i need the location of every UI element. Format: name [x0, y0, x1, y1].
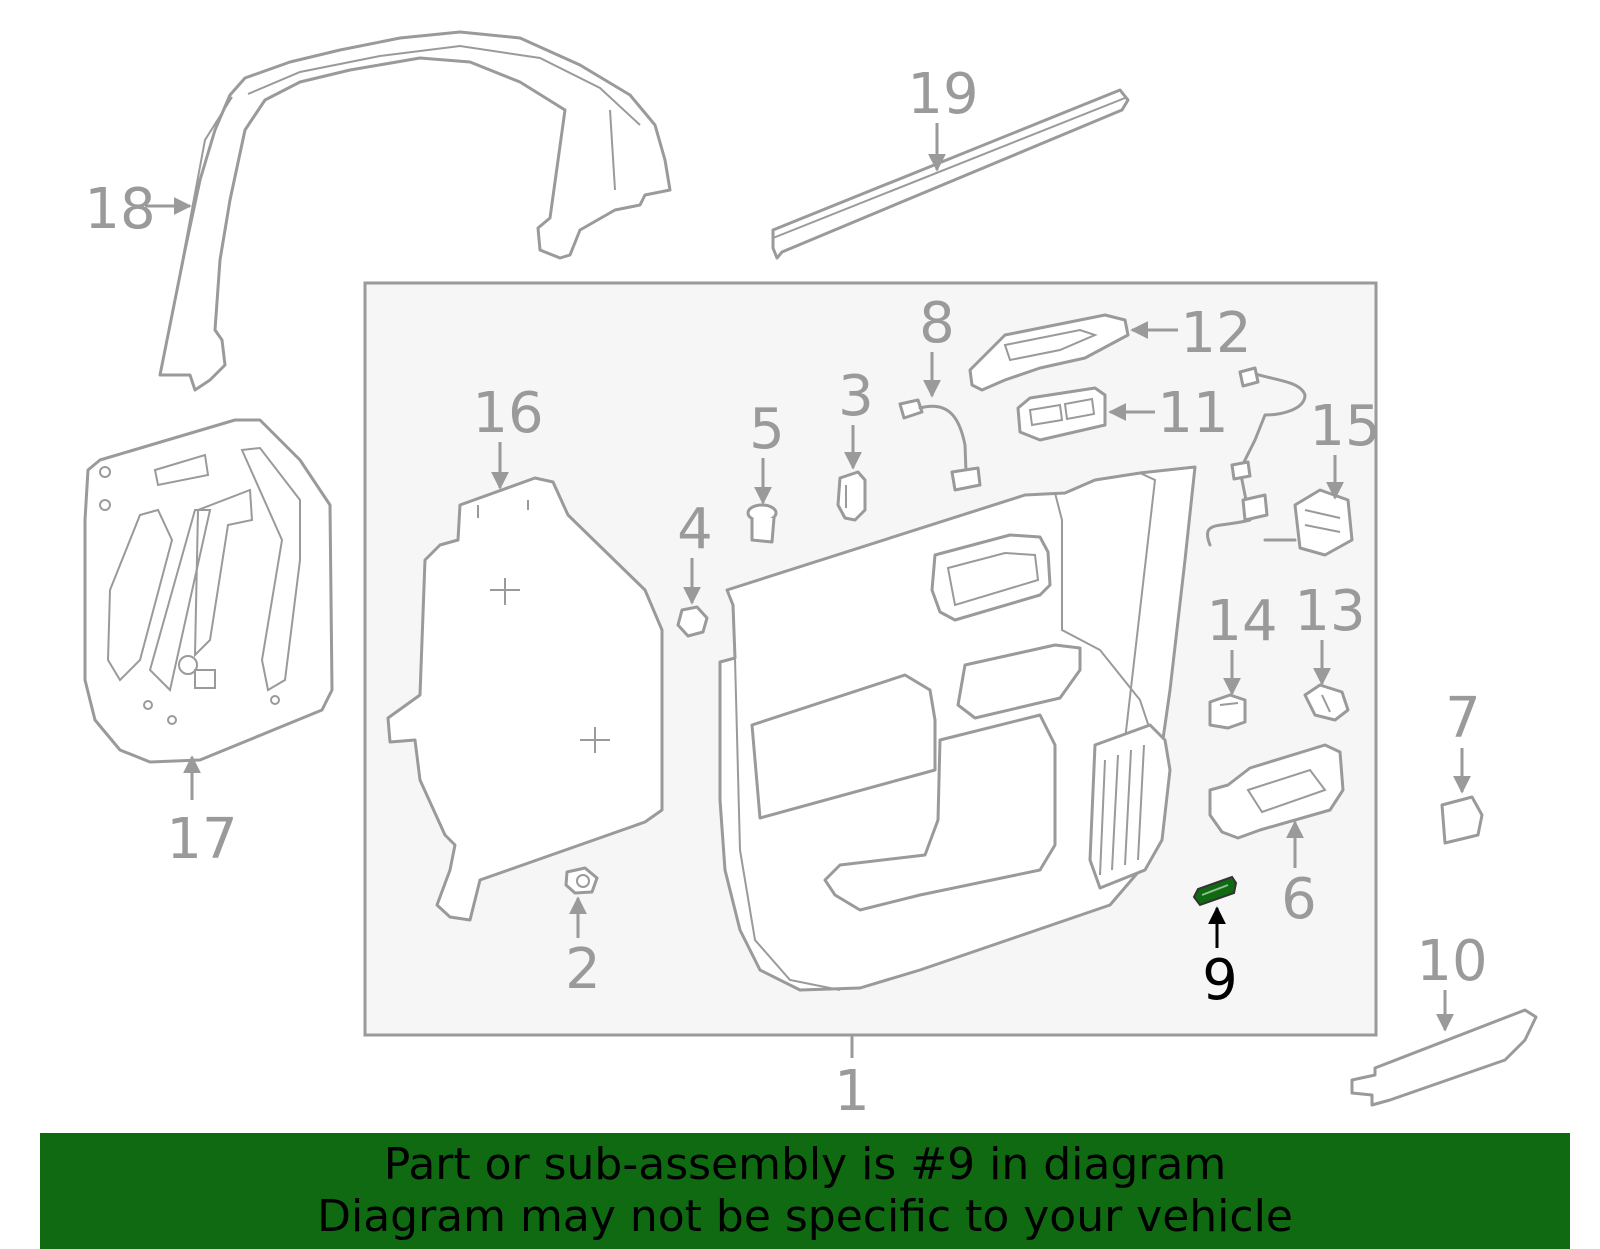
- part-19-weatherstrip[interactable]: [771, 88, 1130, 260]
- part-13-clip[interactable]: [1303, 683, 1350, 722]
- part-17-door-module[interactable]: [83, 418, 334, 764]
- callout-15: 15: [1309, 394, 1380, 459]
- callout-7: 7: [1445, 686, 1481, 751]
- part-10-molding[interactable]: [1350, 1008, 1538, 1107]
- part-2-push-pin[interactable]: [564, 866, 599, 895]
- banner-line-1: Part or sub-assembly is #9 in diagram: [383, 1139, 1227, 1190]
- part-1-door-trim-panel[interactable]: [718, 465, 1197, 992]
- callout-18: 18: [84, 177, 155, 242]
- part-14-clip[interactable]: [1208, 693, 1247, 730]
- part-15-harness[interactable]: [1206, 366, 1354, 557]
- callout-5: 5: [749, 397, 785, 462]
- callout-16: 16: [472, 381, 543, 446]
- callout-2: 2: [565, 937, 601, 1002]
- part-16-water-deflector[interactable]: [386, 476, 664, 922]
- part-7-cap[interactable]: [1440, 795, 1484, 845]
- part-9-highlighted[interactable]: [1192, 875, 1238, 907]
- callout-4: 4: [677, 497, 713, 562]
- part-6-door-handle[interactable]: [1208, 743, 1345, 840]
- callout-14: 14: [1206, 589, 1277, 654]
- callout-10: 10: [1416, 929, 1487, 994]
- callout-8: 8: [919, 291, 955, 356]
- part-4-nut[interactable]: [676, 605, 709, 638]
- part-18-frame-molding[interactable]: [158, 30, 672, 392]
- banner-line-2: Diagram may not be specific to your vehi…: [317, 1191, 1293, 1242]
- callout-6: 6: [1281, 867, 1317, 932]
- callout-9: 9: [1202, 948, 1238, 1013]
- part-8-harness[interactable]: [898, 398, 982, 492]
- callout-12: 12: [1180, 301, 1251, 366]
- callout-3: 3: [838, 364, 874, 429]
- info-banner: Part or sub-assembly is #9 in diagram Di…: [40, 1133, 1570, 1249]
- callout-13: 13: [1294, 579, 1365, 644]
- callout-1: 1: [834, 1059, 870, 1124]
- part-11-window-switch[interactable]: [1016, 386, 1107, 442]
- part-12-switch-bezel[interactable]: [968, 313, 1130, 392]
- callout-19: 19: [907, 62, 978, 127]
- callout-17: 17: [166, 807, 237, 872]
- callout-11: 11: [1157, 381, 1228, 446]
- part-3-clip[interactable]: [836, 470, 867, 522]
- part-5-clip[interactable]: [746, 503, 778, 544]
